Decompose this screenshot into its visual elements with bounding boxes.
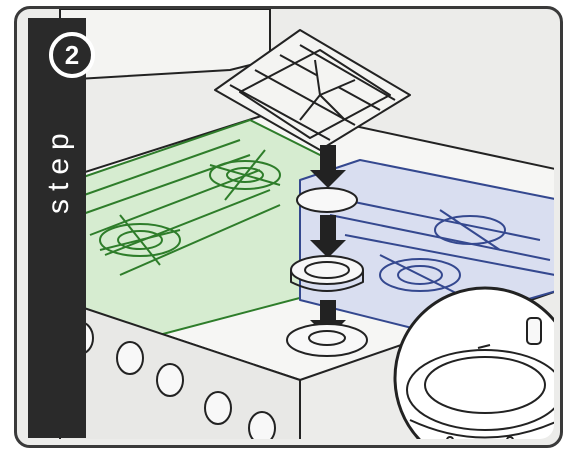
step-number-badge: 2 xyxy=(49,32,95,78)
step-sidebar xyxy=(28,18,86,438)
magnified-burner-detail xyxy=(395,288,575,464)
step-label: step xyxy=(40,88,76,218)
step-label-text: step xyxy=(42,125,76,214)
burner-base xyxy=(287,324,367,356)
burner-cap xyxy=(297,188,357,212)
